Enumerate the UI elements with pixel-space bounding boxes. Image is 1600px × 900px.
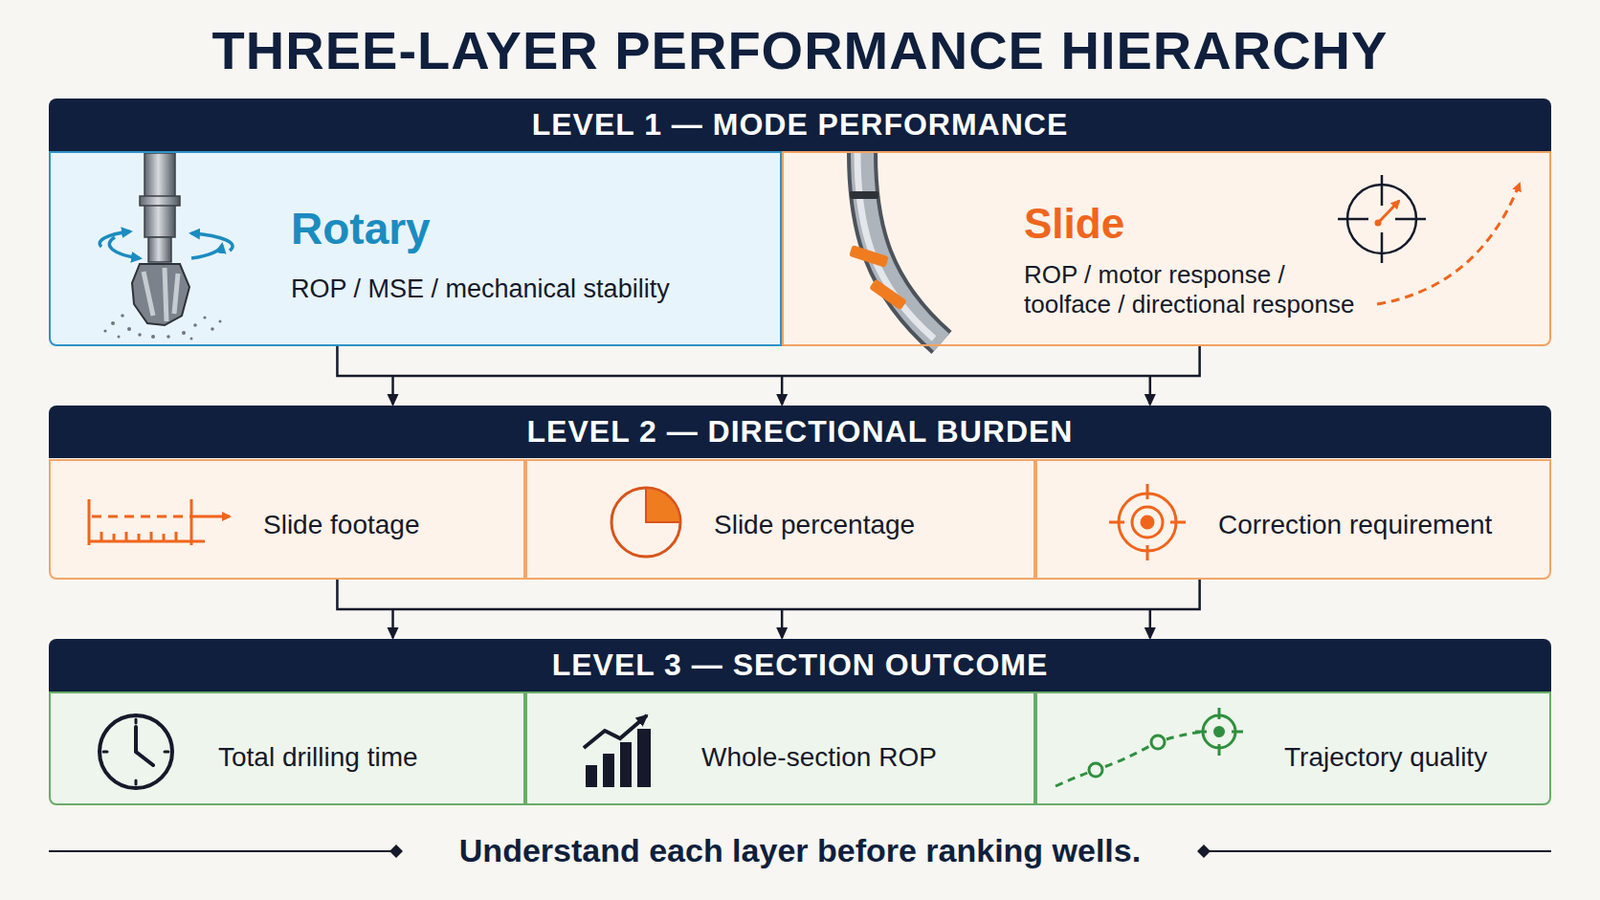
mode-heading: Slide <box>1023 200 1125 248</box>
level-band: LEVEL 1 — MODE PERFORMANCERotaryROP / MS… <box>48 98 1552 347</box>
level-header: LEVEL 3 — SECTION OUTCOME <box>48 639 1552 692</box>
bent-motor-icon <box>848 153 942 343</box>
rotary-drill-icon <box>99 153 233 341</box>
cell-label: ROP / MSE / mechanical stability <box>290 274 670 305</box>
level-band: LEVEL 2 — DIRECTIONAL BURDEN Slide footag… <box>48 405 1552 580</box>
flow-connector <box>336 579 1200 639</box>
mode-heading: Rotary <box>290 202 431 255</box>
bar-chart-icon <box>583 715 651 788</box>
toolface-target-icon <box>1337 175 1520 305</box>
cell-label: ROP / motor response / toolface / direct… <box>1023 260 1369 320</box>
level-cell: Trajectory quality <box>1035 691 1552 806</box>
panel-fills <box>48 151 1552 806</box>
cell-label: Slide footage <box>263 510 420 541</box>
level-cell: Correction requirement <box>1035 459 1552 580</box>
cell-label: Total drilling time <box>218 742 419 774</box>
level-cell: SlideROP / motor response / toolface / d… <box>781 151 1552 347</box>
cell-label: Correction requirement <box>1218 510 1492 541</box>
level-band: LEVEL 3 — SECTION OUTCOME Total drilling … <box>48 639 1552 806</box>
flow-connector <box>336 346 1200 405</box>
level-cell: Slide footage <box>48 459 526 580</box>
level-cell: Slide percentage <box>525 459 1036 580</box>
level-cell: Total drilling time <box>48 691 526 806</box>
cell-label: Whole-section ROP <box>701 742 937 774</box>
slide-percentage-icon <box>611 488 681 557</box>
level-header: LEVEL 2 — DIRECTIONAL BURDEN <box>48 405 1552 459</box>
level-cell: RotaryROP / MSE / mechanical stability <box>48 151 782 347</box>
correction-target-icon <box>1109 484 1186 561</box>
title: THREE-LAYER PERFORMANCE HIERARCHY <box>0 19 1600 82</box>
cell-label: Trajectory quality <box>1284 742 1488 774</box>
level-header: LEVEL 1 — MODE PERFORMANCE <box>48 98 1552 152</box>
cell-label: Slide percentage <box>713 510 915 541</box>
level-cell: Whole-section ROP <box>525 691 1036 806</box>
clock-icon <box>99 715 173 789</box>
caption: Understand each layer before ranking wel… <box>0 832 1600 870</box>
slide-footage-icon <box>88 499 230 546</box>
trajectory-icon <box>1055 708 1244 787</box>
